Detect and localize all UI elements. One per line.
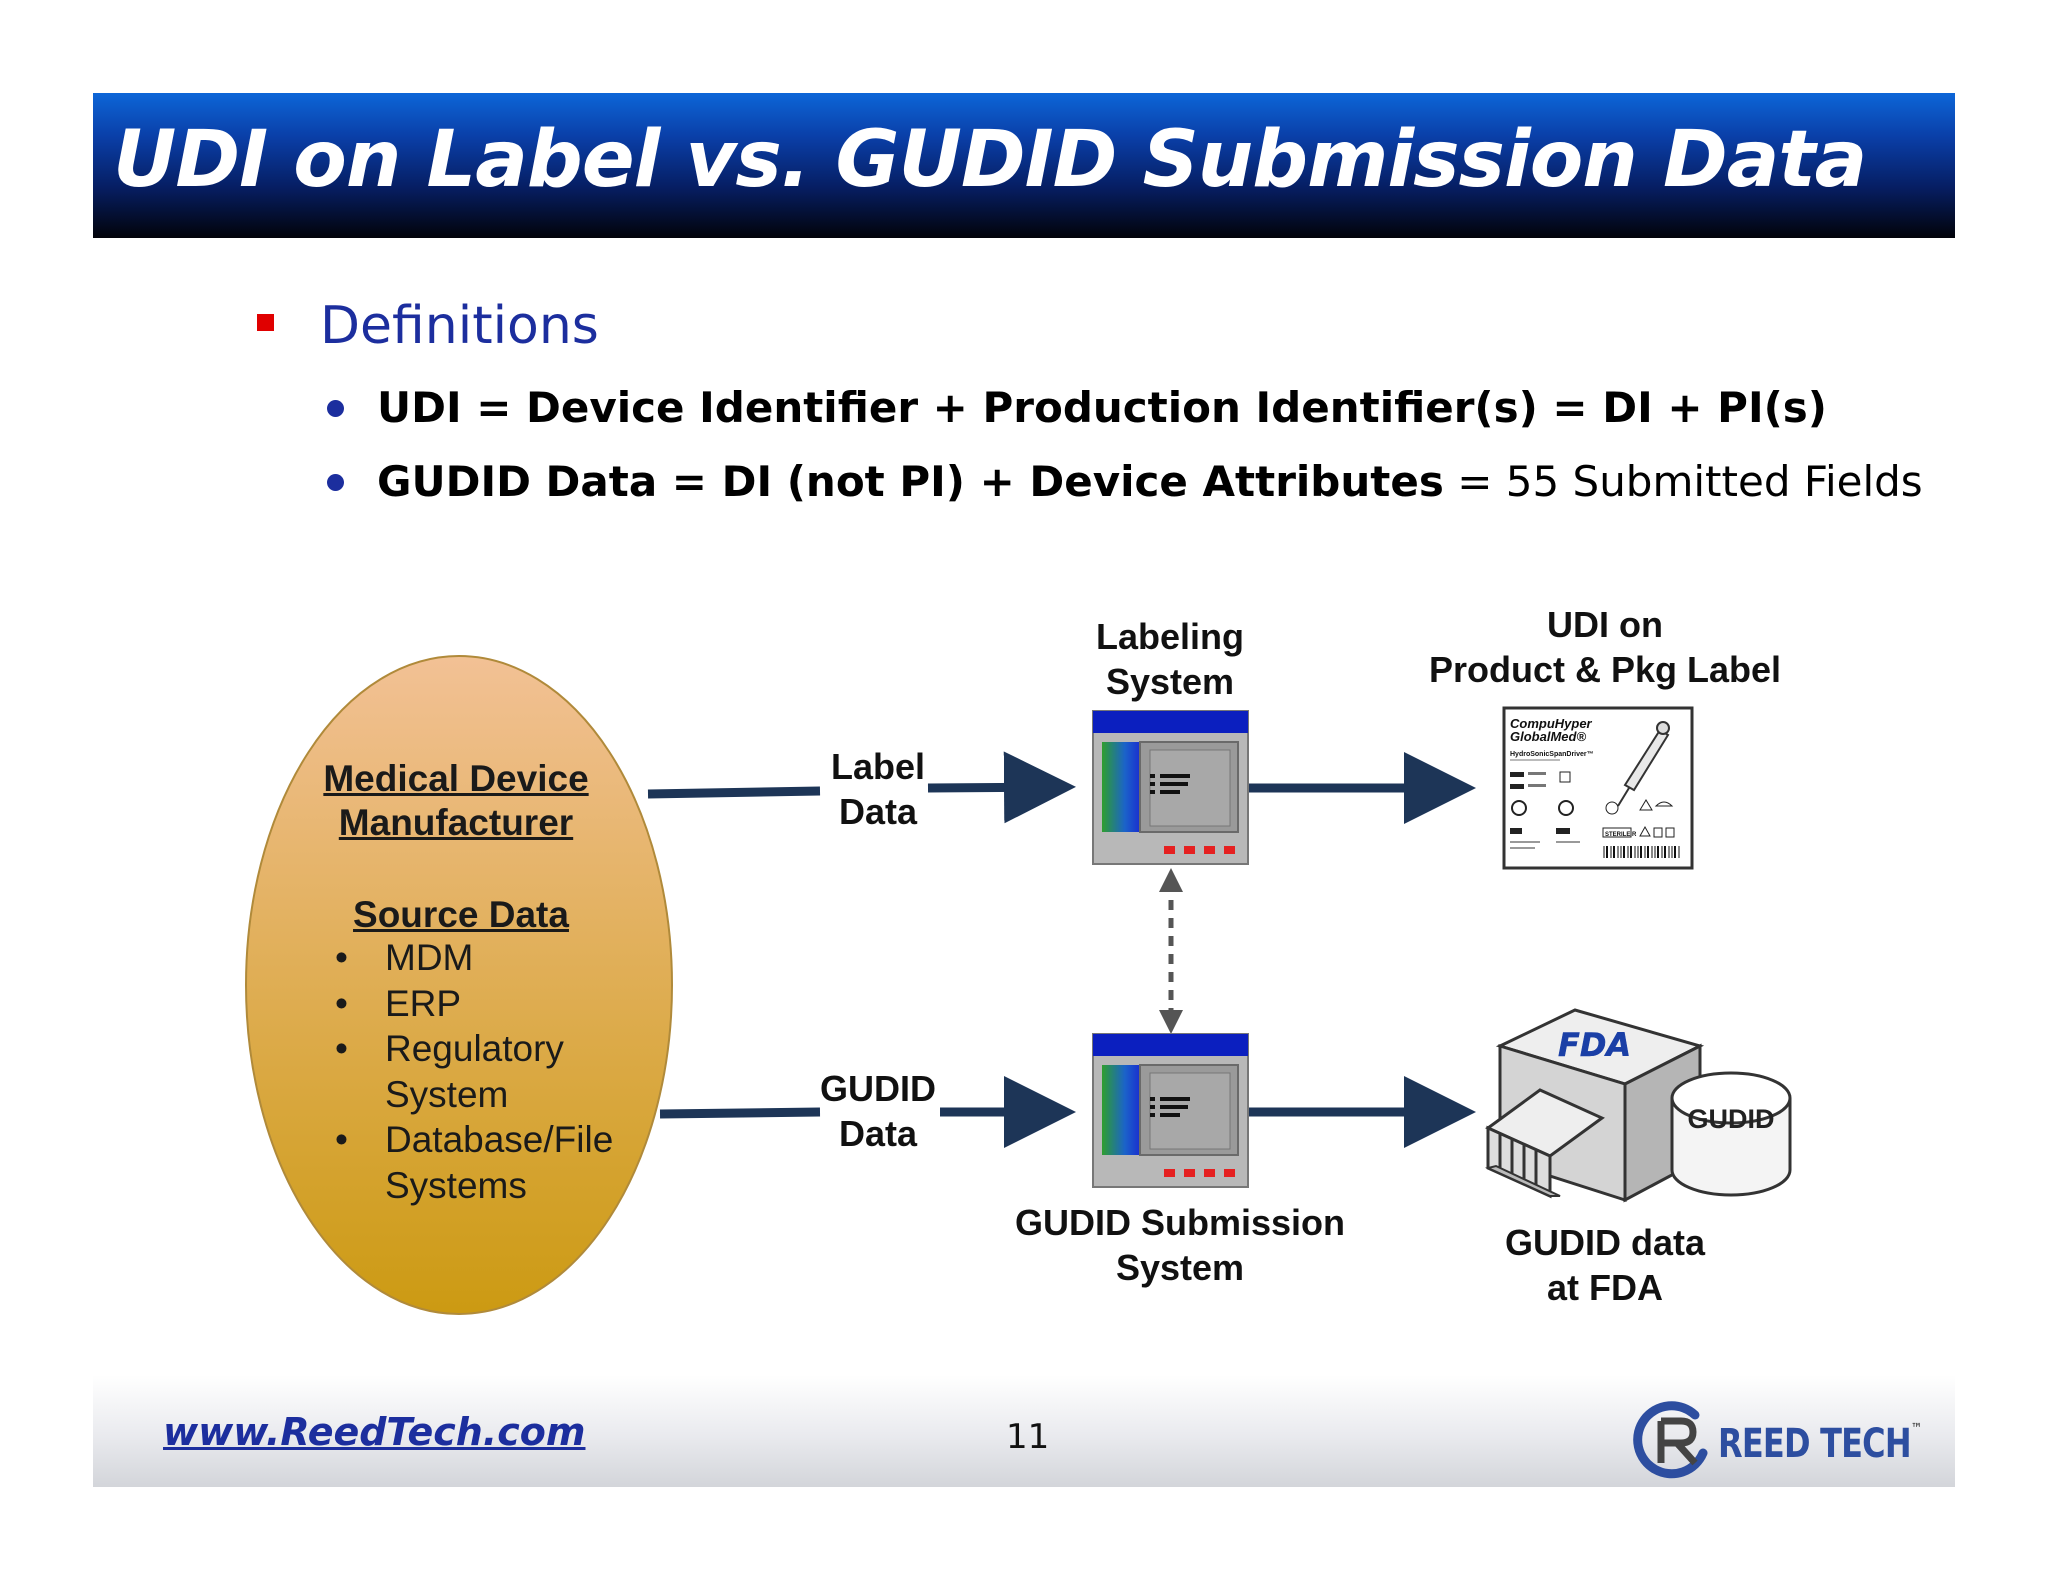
arrow-up-icon xyxy=(1159,868,1183,892)
source-title-line1: Medical Device xyxy=(323,758,589,799)
label-data-line2: Data xyxy=(838,791,918,832)
gudid-data-line2: Data xyxy=(838,1113,918,1154)
submission-system-line2: System xyxy=(1115,1247,1245,1288)
fda-store-caption: GUDID data at FDA xyxy=(1450,1220,1760,1310)
source-data-list: MDM ERP Regulatory System Database/File … xyxy=(335,935,613,1208)
source-item: Regulatory xyxy=(335,1026,613,1072)
arrow-to-labeling xyxy=(927,751,1076,824)
device-driver-icon xyxy=(1623,728,1670,792)
udi-label-line2: Product & Pkg Label xyxy=(1428,649,1782,690)
definitions-heading: Definitions xyxy=(320,296,599,356)
bullet-dot-icon xyxy=(327,400,344,417)
definition-udi-bold: UDI = Device Identifier + Production Ide… xyxy=(377,383,1827,432)
label-product-name: HydroSonicSpanDriver™ xyxy=(1510,751,1594,758)
label-data-line1: Label xyxy=(830,746,926,787)
product-label-image: CompuHyper GlobalMed® HydroSonicSpanDriv… xyxy=(1502,706,1694,870)
labeling-system-icon xyxy=(1092,710,1249,865)
title-bar: UDI on Label vs. GUDID Submission Data xyxy=(93,93,1955,238)
gudid-database-icon: GUDID xyxy=(1670,1071,1792,1197)
source-item-continued: Systems xyxy=(385,1164,527,1206)
gudid-data-line1: GUDID xyxy=(820,1068,936,1109)
arrow-down-icon xyxy=(1159,1010,1183,1034)
source-title-line2: Manufacturer xyxy=(338,802,574,843)
label-brand-line1: CompuHyper xyxy=(1510,716,1593,731)
definition-gudid: GUDID Data = DI (not PI) + Device Attrib… xyxy=(377,457,1923,506)
gudid-db-label: GUDID xyxy=(1688,1104,1775,1134)
fda-store-line1: GUDID data xyxy=(1504,1222,1706,1263)
bullet-dot-icon xyxy=(327,474,344,491)
source-item: ERP xyxy=(335,981,613,1027)
label-sterile: STERILE R xyxy=(1605,832,1637,838)
definition-gudid-bold: GUDID Data = DI (not PI) + Device Attrib… xyxy=(377,457,1444,506)
footer-bar: www.ReedTech.com 11 REED TECH™ xyxy=(93,1375,1955,1487)
submission-system-icon xyxy=(1092,1033,1249,1188)
square-bullet-icon xyxy=(257,314,274,331)
definition-udi: UDI = Device Identifier + Production Ide… xyxy=(377,383,1827,432)
slide-title: UDI on Label vs. GUDID Submission Data xyxy=(113,115,1867,205)
arrow-line xyxy=(647,786,821,799)
source-subtitle: Source Data xyxy=(353,894,569,935)
labeling-system-label: Labeling System xyxy=(1050,614,1290,704)
labeling-system-line2: System xyxy=(1105,661,1235,702)
source-item: Database/File xyxy=(335,1117,613,1163)
label-data-label: Label Data xyxy=(818,744,938,834)
logo-trademark: ™ xyxy=(1910,1421,1922,1437)
arrow-line xyxy=(659,1107,821,1119)
reedtech-logo-text: REED TECH™ xyxy=(1718,1421,1922,1467)
fda-logo: FDA xyxy=(1558,1026,1631,1064)
reedtech-website-link[interactable]: www.ReedTech.com xyxy=(163,1410,586,1454)
udi-label-line1: UDI on xyxy=(1547,604,1663,645)
barcode-icon xyxy=(1603,846,1680,858)
fda-building-icon: FDA xyxy=(1484,1008,1705,1203)
source-item-continued: System xyxy=(385,1073,509,1115)
udi-label-caption: UDI on Product & Pkg Label xyxy=(1400,602,1810,692)
source-title: Medical Device Manufacturer xyxy=(296,758,616,844)
logo-wordmark: REED TECH xyxy=(1718,1421,1912,1467)
label-brand-line2: GlobalMed® xyxy=(1510,729,1586,744)
reedtech-logo-icon xyxy=(1633,1401,1708,1479)
submission-system-label: GUDID Submission System xyxy=(1000,1200,1360,1290)
gudid-data-label: GUDID Data xyxy=(808,1066,948,1156)
definition-gudid-normal: = 55 Submitted Fields xyxy=(1443,457,1923,506)
source-item: MDM xyxy=(335,935,613,981)
labeling-system-line1: Labeling xyxy=(1095,616,1244,657)
fda-store-line2: at FDA xyxy=(1547,1267,1663,1308)
page-number: 11 xyxy=(1006,1417,1050,1457)
submission-system-line1: GUDID Submission xyxy=(1014,1202,1346,1243)
